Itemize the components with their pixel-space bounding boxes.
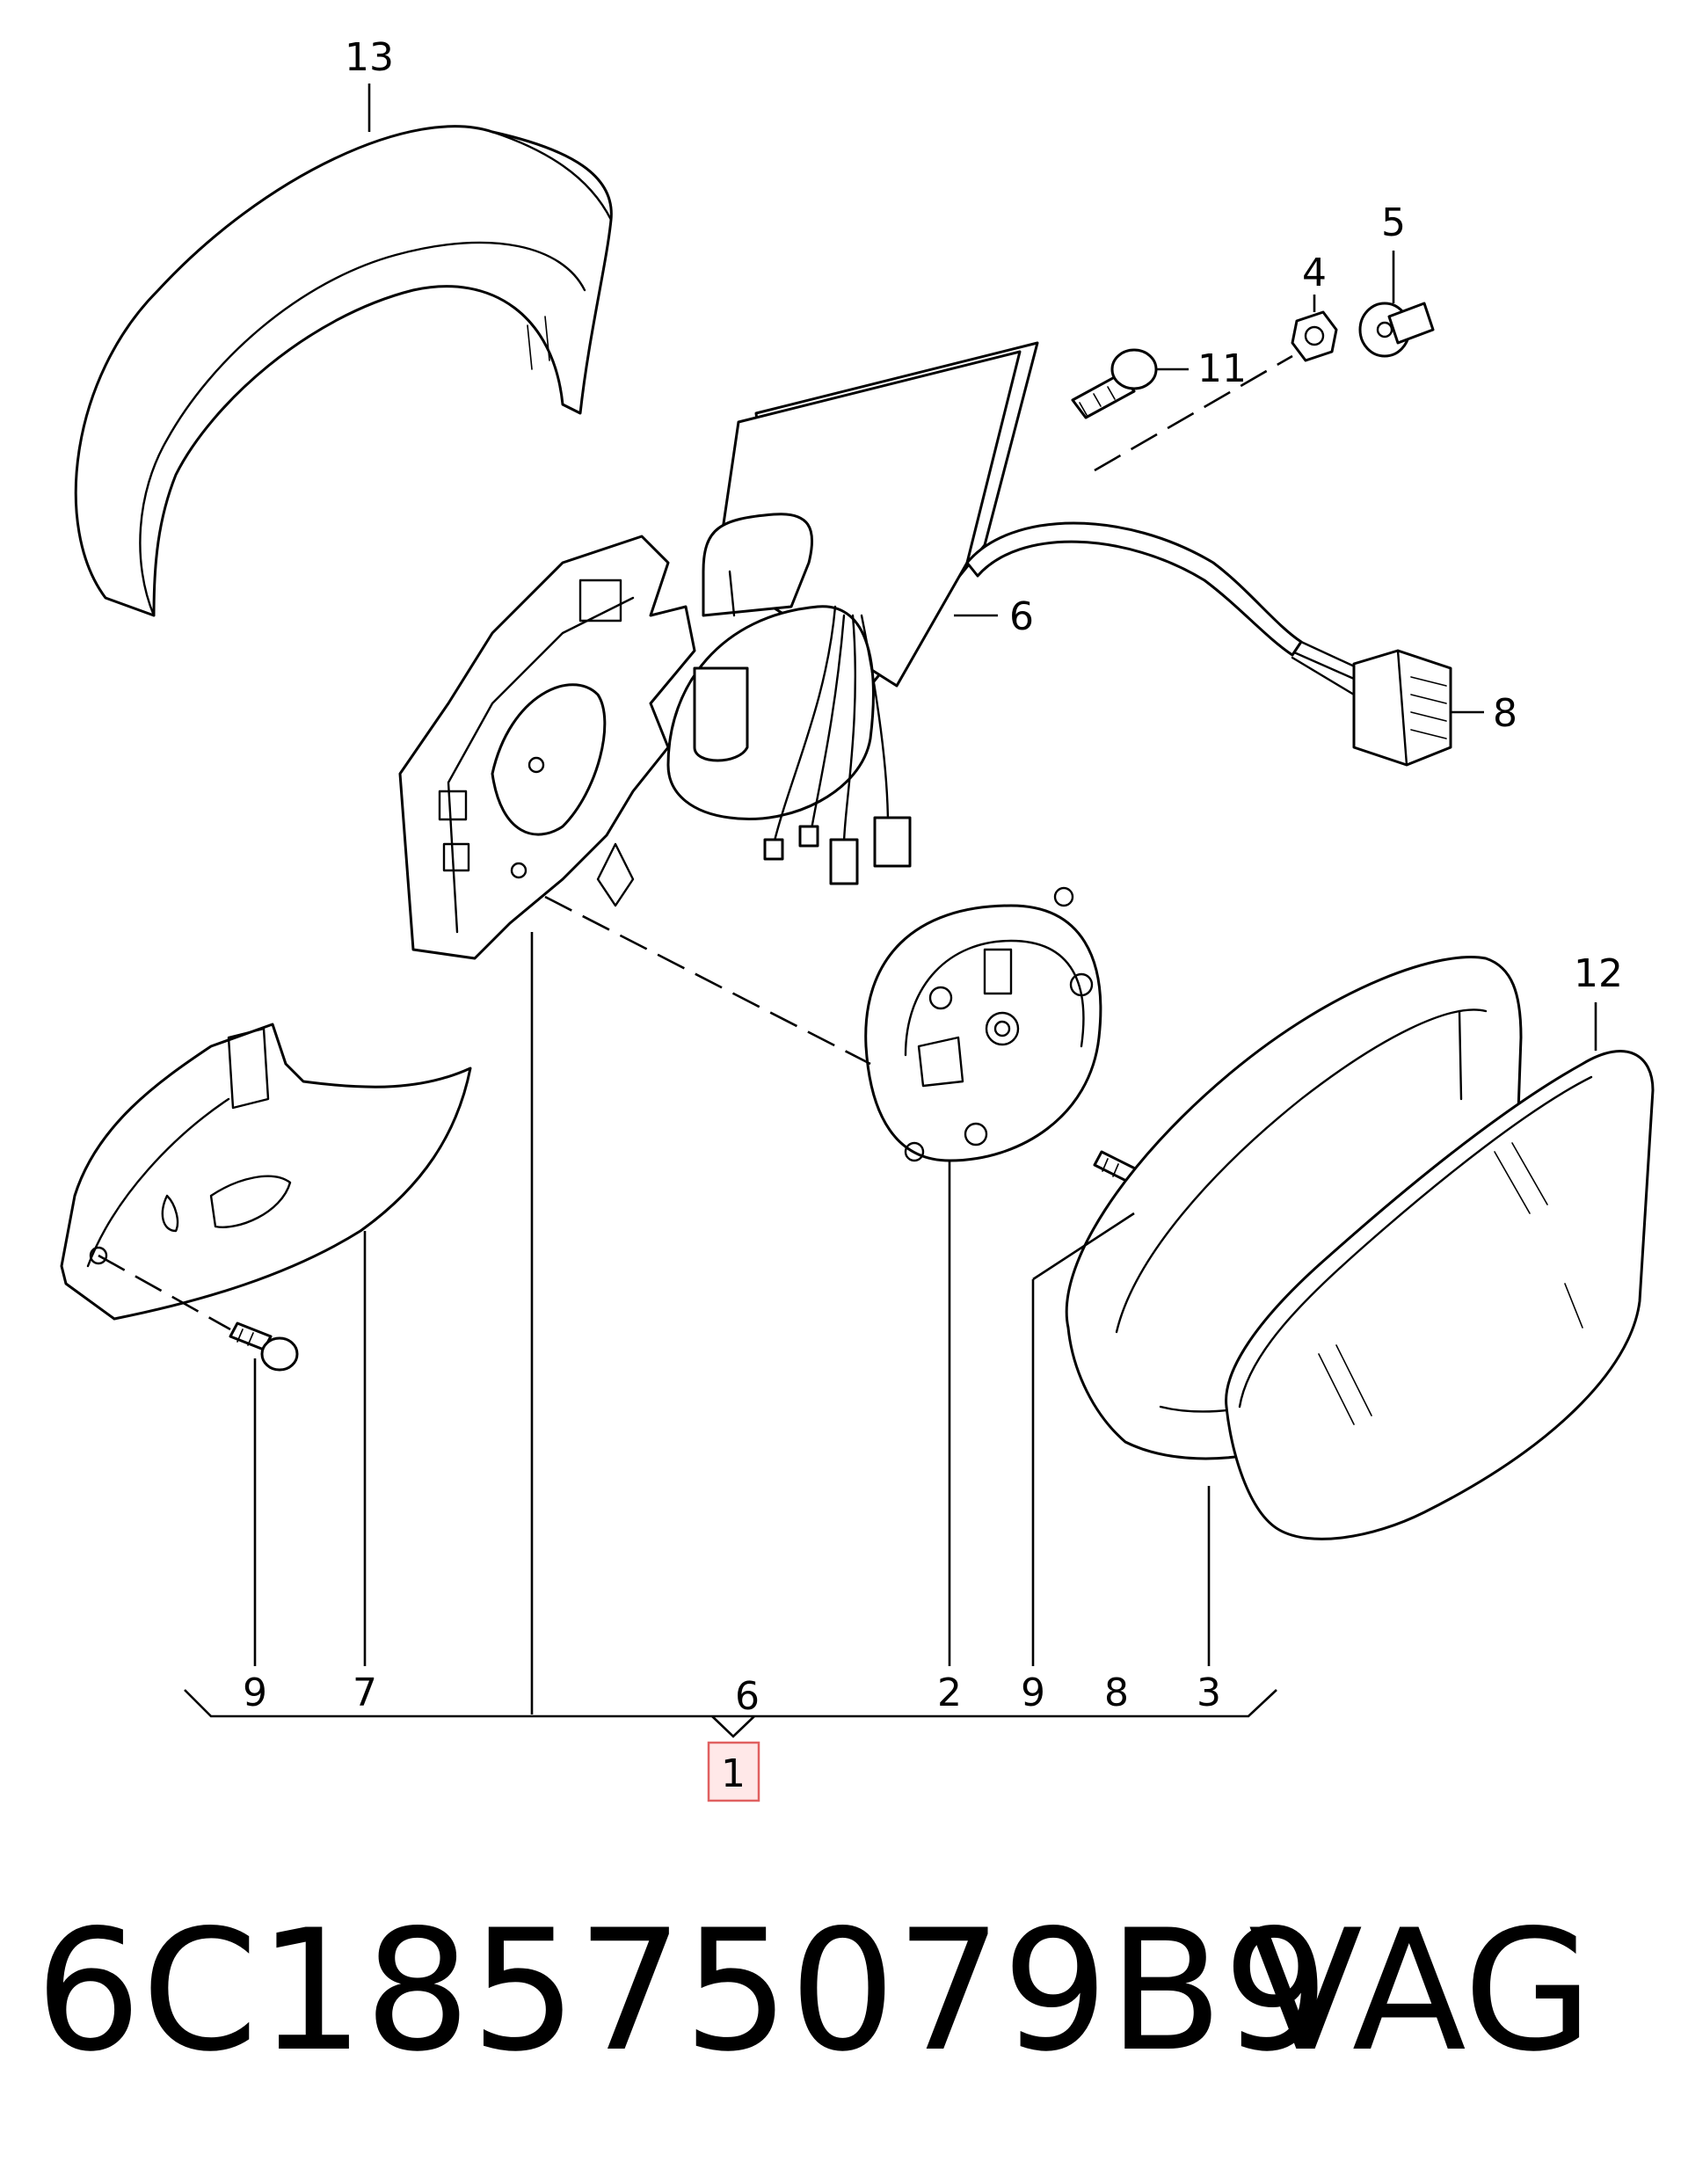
callout-1: 1 — [721, 1751, 746, 1796]
part-number: 6C18575079B9 — [35, 1894, 1329, 2088]
lower-cover-part-7 — [60, 1023, 472, 1321]
callout-7: 7 — [353, 1671, 377, 1715]
callout-1-highlight — [707, 1741, 760, 1802]
callout-11: 11 — [1197, 346, 1247, 391]
callout-12: 12 — [1574, 951, 1623, 996]
callout-labels: 13 5 4 11 6 8 12 9 7 6 2 9 8 3 1 — [243, 35, 1623, 1802]
callout-9-bottom: 9 — [243, 1671, 267, 1715]
callout-4: 4 — [1302, 251, 1327, 295]
callout-3: 3 — [1197, 1671, 1221, 1715]
callout-9-right: 9 — [1021, 1671, 1045, 1715]
callout-6-top: 6 — [1009, 594, 1034, 639]
callout-6-bottom: 6 — [735, 1674, 760, 1719]
nut-part-4 — [1291, 310, 1338, 362]
callout-8-bottom: 8 — [1104, 1671, 1129, 1715]
callout-8-top: 8 — [1493, 691, 1517, 736]
stud-screw-part-5 — [1358, 302, 1435, 358]
bolt-part-11 — [1071, 348, 1158, 419]
adjustment-motor-part-2 — [864, 886, 1102, 1162]
brand-name: VAG — [1248, 1894, 1593, 2088]
connector-plug-part-8 — [1352, 649, 1452, 767]
assembly-dashed-lines — [98, 354, 1293, 1331]
mirror-cap-part-13 — [74, 125, 613, 617]
callout-2: 2 — [937, 1671, 962, 1715]
wiring-loom — [763, 521, 1360, 885]
callout-5: 5 — [1381, 200, 1406, 245]
mirror-base-housing — [398, 513, 875, 960]
callout-13: 13 — [345, 35, 394, 80]
screw-part-9-left — [229, 1321, 299, 1372]
mirror-glass-part-12 — [1225, 1050, 1655, 1540]
leader-lines — [184, 84, 1597, 1738]
